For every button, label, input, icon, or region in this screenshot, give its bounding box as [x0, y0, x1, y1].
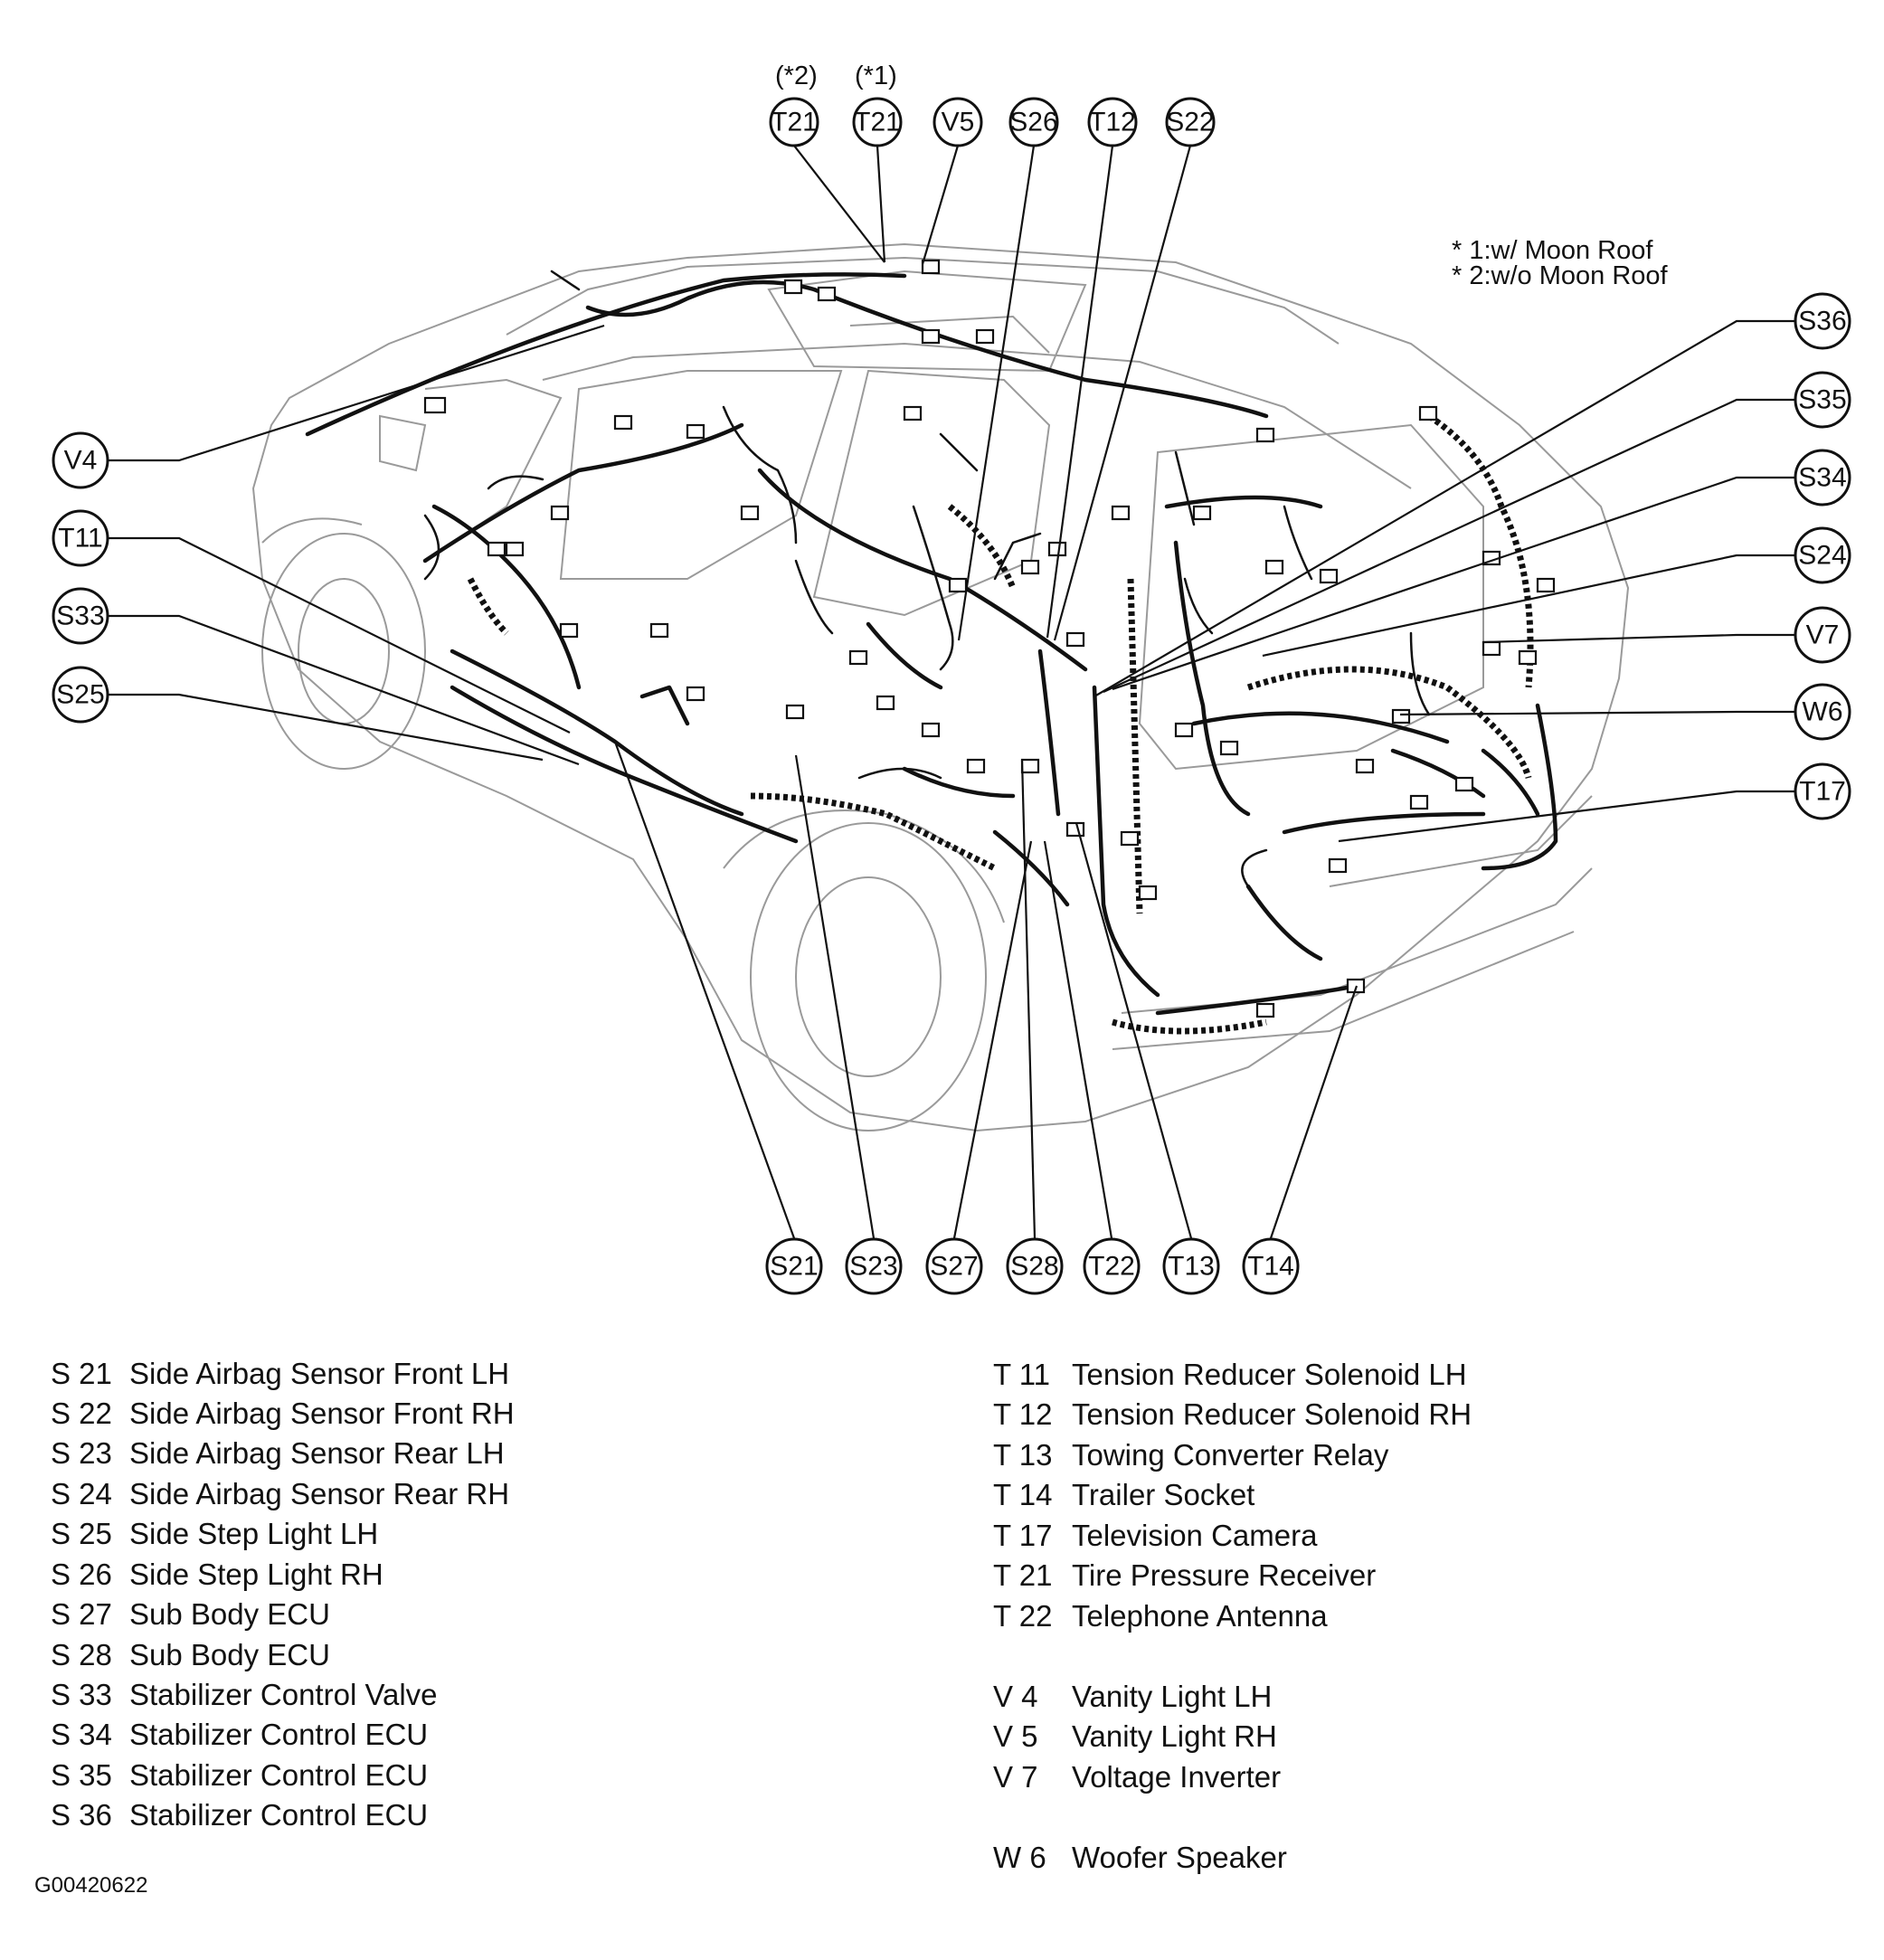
callout-v7: V7 — [1794, 606, 1851, 664]
svg-text:S27: S27 — [930, 1252, 978, 1282]
callout-s25: S25 — [52, 666, 109, 724]
reference-code: G00420622 — [34, 1873, 148, 1898]
callout-t13: T13 — [1162, 1237, 1220, 1295]
callout-t21-w-o-moon-roof: T21 — [769, 97, 819, 147]
callout-s28: S28 — [1006, 1237, 1064, 1295]
callout-t21-w-moon-roof: T21 — [852, 97, 903, 147]
svg-text:S21: S21 — [770, 1252, 818, 1282]
callout-t17: T17 — [1794, 762, 1851, 820]
callout-v4: V4 — [52, 431, 109, 489]
svg-text:S25: S25 — [56, 680, 104, 710]
wiring-diagram: T21 T21 V5 S26 T12 S22 V4 T11 S33 S25 S3… — [52, 97, 1851, 1295]
callout-s21: S21 — [765, 1237, 823, 1295]
callouts: T21 T21 V5 S26 T12 S22 V4 T11 S33 S25 S3… — [52, 97, 1851, 1295]
callout-t11: T11 — [52, 509, 109, 567]
callout-s33: S33 — [52, 587, 109, 645]
callout-s22: S22 — [1165, 97, 1216, 147]
svg-text:T21: T21 — [771, 108, 818, 137]
svg-text:S34: S34 — [1798, 463, 1846, 493]
svg-text:W6: W6 — [1803, 697, 1843, 727]
svg-text:T17: T17 — [1799, 777, 1846, 807]
callout-v5: V5 — [933, 97, 983, 147]
svg-text:S26: S26 — [1009, 108, 1057, 137]
moon-roof-note-1: * 1:w/ Moon Roof — [1452, 236, 1653, 265]
callout-s23: S23 — [845, 1237, 903, 1295]
svg-text:S36: S36 — [1798, 307, 1846, 336]
svg-text:T12: T12 — [1089, 108, 1136, 137]
svg-text:S28: S28 — [1010, 1252, 1058, 1282]
svg-text:S22: S22 — [1166, 108, 1214, 137]
callout-t12: T12 — [1087, 97, 1138, 147]
svg-text:T13: T13 — [1168, 1252, 1215, 1282]
svg-text:V7: V7 — [1806, 620, 1840, 650]
t21-variant-note-2: (*2) — [775, 62, 818, 90]
moon-roof-note-2: * 2:w/o Moon Roof — [1452, 261, 1668, 290]
svg-text:S33: S33 — [56, 601, 104, 631]
svg-text:T21: T21 — [854, 108, 901, 137]
svg-text:S23: S23 — [849, 1252, 897, 1282]
callout-w6: W6 — [1794, 683, 1851, 741]
svg-text:S35: S35 — [1798, 385, 1846, 415]
svg-text:T22: T22 — [1088, 1252, 1135, 1282]
svg-text:V5: V5 — [942, 108, 975, 137]
callout-s34: S34 — [1794, 449, 1851, 507]
svg-text:V4: V4 — [64, 446, 98, 476]
leader-lines — [108, 145, 1795, 1239]
svg-text:S24: S24 — [1798, 541, 1846, 571]
callout-s24: S24 — [1794, 526, 1851, 584]
callout-t22: T22 — [1083, 1237, 1141, 1295]
svg-text:T11: T11 — [58, 524, 102, 554]
callout-s26: S26 — [1008, 97, 1059, 147]
callout-s35: S35 — [1794, 371, 1851, 429]
svg-text:T14: T14 — [1247, 1252, 1294, 1282]
wire-harness — [305, 270, 1558, 1035]
connectors — [423, 259, 1556, 1018]
callout-s27: S27 — [925, 1237, 983, 1295]
callout-t14: T14 — [1242, 1237, 1300, 1295]
callout-s36: S36 — [1794, 292, 1851, 350]
t21-variant-note-1: (*1) — [855, 62, 897, 90]
